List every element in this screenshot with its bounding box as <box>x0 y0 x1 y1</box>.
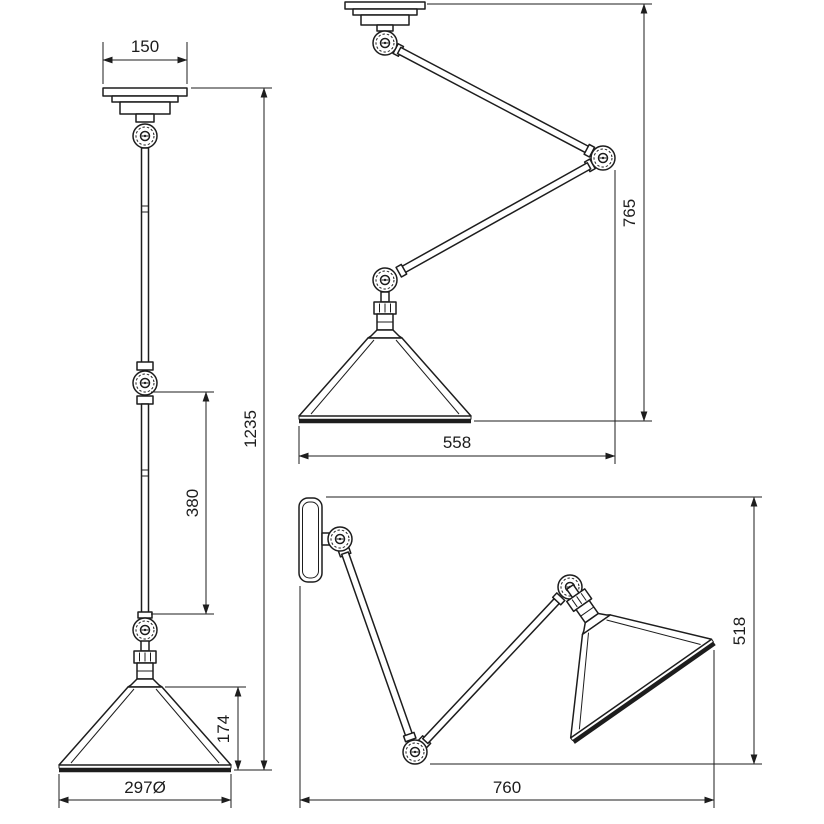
lamp-shade <box>299 292 471 421</box>
lamp-shade <box>59 641 231 770</box>
dim-label-arm-section: 380 <box>183 489 202 517</box>
dim-articulated-height: 765 <box>427 3 652 422</box>
dim-wall-width: 760 <box>299 586 715 808</box>
ceiling-canopy <box>102 87 188 123</box>
arm-lower <box>417 592 566 749</box>
ceiling-canopy <box>344 1 426 32</box>
wall-plate <box>298 497 331 583</box>
dim-shade-height: 174 <box>165 686 246 771</box>
dim-articulated-width: 558 <box>298 170 616 464</box>
dim-label-shade-diameter: 297Ø <box>124 778 166 797</box>
swivel-joint <box>132 123 158 149</box>
dim-shade-diameter: 297Ø <box>58 774 232 808</box>
swivel-joint <box>132 617 158 643</box>
suspension-rod <box>136 147 154 371</box>
swivel-joint <box>372 267 398 293</box>
lamp-shade-tilted <box>500 538 715 742</box>
dim-wall-height: 518 <box>326 496 762 765</box>
wall-swivel-joint <box>327 526 353 552</box>
arm-lower <box>395 158 596 278</box>
view-ceiling-articulated: 558 765 <box>298 1 652 464</box>
view-wall-articulated: 760 518 <box>298 496 762 808</box>
elbow-joint <box>402 739 428 765</box>
view-pendant-front: 150 1235 380 174 297Ø <box>59 37 272 808</box>
dim-label-overall-height: 1235 <box>241 410 260 448</box>
dim-label-wall-height: 518 <box>730 617 749 645</box>
dim-label-wall-width: 760 <box>493 778 521 797</box>
swivel-joint <box>132 370 158 396</box>
dim-label-articulated-width: 558 <box>443 433 471 452</box>
dim-label-shade-height: 174 <box>214 715 233 743</box>
elbow-joint <box>590 145 616 171</box>
dim-arm-section: 380 <box>151 391 214 615</box>
arm-upper <box>337 546 417 743</box>
swivel-joint <box>372 30 398 56</box>
dim-overall-height: 1235 <box>191 87 272 771</box>
dim-label-articulated-height: 765 <box>620 199 639 227</box>
dim-canopy-width: 150 <box>102 37 188 84</box>
dim-label-canopy-width: 150 <box>131 37 159 56</box>
suspension-rod-lower <box>136 395 154 619</box>
arm-upper <box>392 42 596 158</box>
